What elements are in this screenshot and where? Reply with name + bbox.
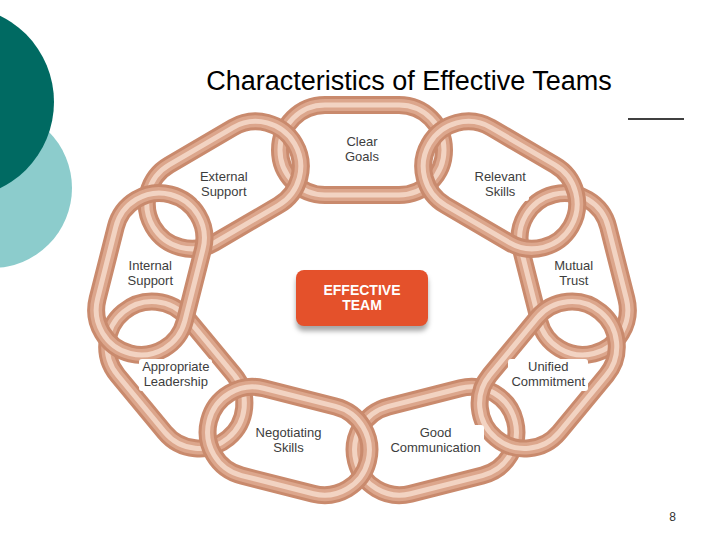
chain-link-node: Mutual Trust xyxy=(551,258,596,290)
chain-link-stroke xyxy=(198,377,379,504)
chain-link-stroke xyxy=(461,283,635,467)
link-label: External Support xyxy=(197,169,251,201)
link-label: Mutual Trust xyxy=(551,258,596,290)
link-label: Unified Commitment xyxy=(508,359,588,391)
link-label: Internal Support xyxy=(125,258,177,290)
chain-link xyxy=(461,283,635,467)
center-label: EFFECTIVE TEAM xyxy=(317,283,407,314)
chain-link-node: Clear Goals xyxy=(342,134,382,166)
chain-link-node: Unified Commitment xyxy=(508,359,588,391)
chain-link-node: Relevant Skills xyxy=(472,169,529,201)
link-label: Appropriate Leadership xyxy=(139,359,212,391)
link-label: Clear Goals xyxy=(342,134,382,166)
chain-link-stroke xyxy=(87,183,214,364)
dark-circle xyxy=(0,6,54,198)
chain-link-node: Good Communication xyxy=(387,425,483,457)
chain-link-stroke xyxy=(89,283,263,467)
title-rule xyxy=(628,118,684,120)
link-label: Negotiating Skills xyxy=(253,425,325,457)
chain-link-stroke xyxy=(89,283,263,467)
chain-link-stroke xyxy=(461,283,635,467)
chain-link xyxy=(89,283,263,467)
chain-link xyxy=(87,183,214,364)
page-number: 8 xyxy=(669,510,676,524)
chain-link-stroke xyxy=(87,183,214,364)
link-label: Relevant Skills xyxy=(472,169,529,201)
link-label: Good Communication xyxy=(387,425,483,457)
chain-link-stroke xyxy=(198,377,379,504)
chain-link-node: Negotiating Skills xyxy=(253,425,325,457)
chain-link-stroke xyxy=(198,377,379,504)
chain-link-stroke xyxy=(461,283,635,467)
chain-link-node: Appropriate Leadership xyxy=(139,359,212,391)
chain-link-node: Internal Support xyxy=(125,258,177,290)
chain-link-stroke xyxy=(87,183,214,364)
chain-link-stroke xyxy=(407,105,594,265)
chain-link-stroke xyxy=(407,105,594,265)
center-box: EFFECTIVE TEAM xyxy=(296,270,428,326)
chain-link xyxy=(407,105,594,265)
chain-link-node: External Support xyxy=(197,169,251,201)
chain-link-stroke xyxy=(407,105,594,265)
slide-title: Characteristics of Effective Teams xyxy=(100,66,718,97)
chain-link-stroke xyxy=(89,283,263,467)
chain-link xyxy=(198,377,379,504)
